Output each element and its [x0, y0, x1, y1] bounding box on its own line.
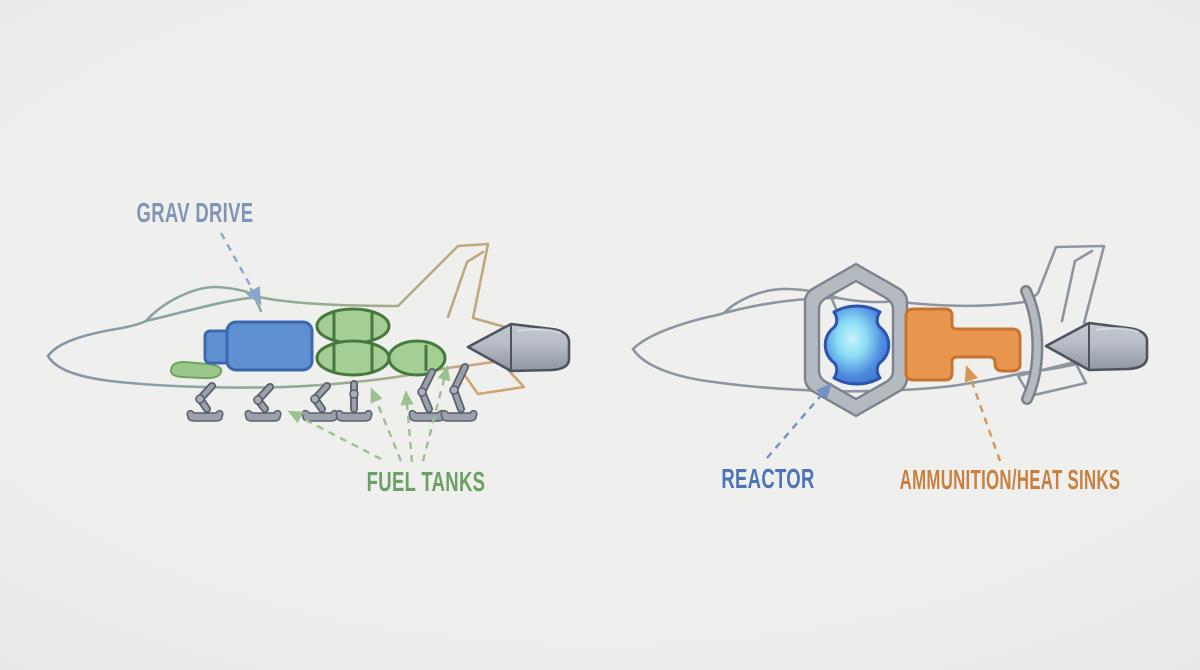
- hull-arc: [1020, 285, 1044, 405]
- landing-gear: [186, 363, 478, 422]
- grav-drive-label: GRAV DRIVE: [136, 197, 254, 228]
- fuel-tank-arrow: [370, 387, 403, 462]
- tail-fin-inner: [446, 250, 485, 319]
- reactor-label: REACTOR: [721, 463, 815, 494]
- landing-gear-leg: [301, 382, 339, 422]
- grav-drive-arrow: [219, 232, 262, 306]
- reactor-frame: [803, 262, 909, 418]
- landing-gear-leg: [244, 383, 282, 422]
- fuel-tank-pod: [169, 360, 223, 380]
- landing-gear-leg: [440, 363, 478, 422]
- rear-wing: [457, 359, 526, 396]
- reactor-core: [823, 304, 891, 386]
- grav-drive-block: [203, 320, 314, 372]
- ammo-heat-sink-block: [904, 307, 1022, 382]
- grav-drive-body: [225, 320, 314, 372]
- landing-gear-leg: [335, 380, 373, 422]
- fuel-tank-arrow: [400, 390, 414, 463]
- reactor-arrow: [766, 382, 832, 459]
- tail-fin-inner: [1060, 249, 1094, 323]
- left-ship: [46, 242, 571, 422]
- fuel-tanks: [315, 307, 447, 377]
- fuel-tanks-label: FUEL TANKS: [366, 466, 486, 497]
- fuel-tank-oval: [315, 339, 391, 377]
- landing-gear-leg: [186, 382, 224, 422]
- fuel-tank-arrow: [421, 365, 451, 462]
- ammo-heat-sinks-label: AMMUNITION/HEAT SINKS: [899, 464, 1121, 495]
- engine-nozzle: [466, 322, 571, 373]
- hull-outline-belly: [46, 354, 463, 389]
- fuel-tank-arrow: [287, 410, 382, 461]
- hull-outline-top: [46, 242, 507, 358]
- fuel-tank-oval: [315, 307, 391, 345]
- right-ship: [631, 244, 1149, 418]
- fuel-tank-oval: [387, 339, 447, 377]
- ammo-arrow: [964, 365, 1002, 462]
- hull-outline-top: [631, 244, 1106, 351]
- engine-nozzle: [1044, 321, 1149, 372]
- landing-gear-leg: [408, 368, 446, 422]
